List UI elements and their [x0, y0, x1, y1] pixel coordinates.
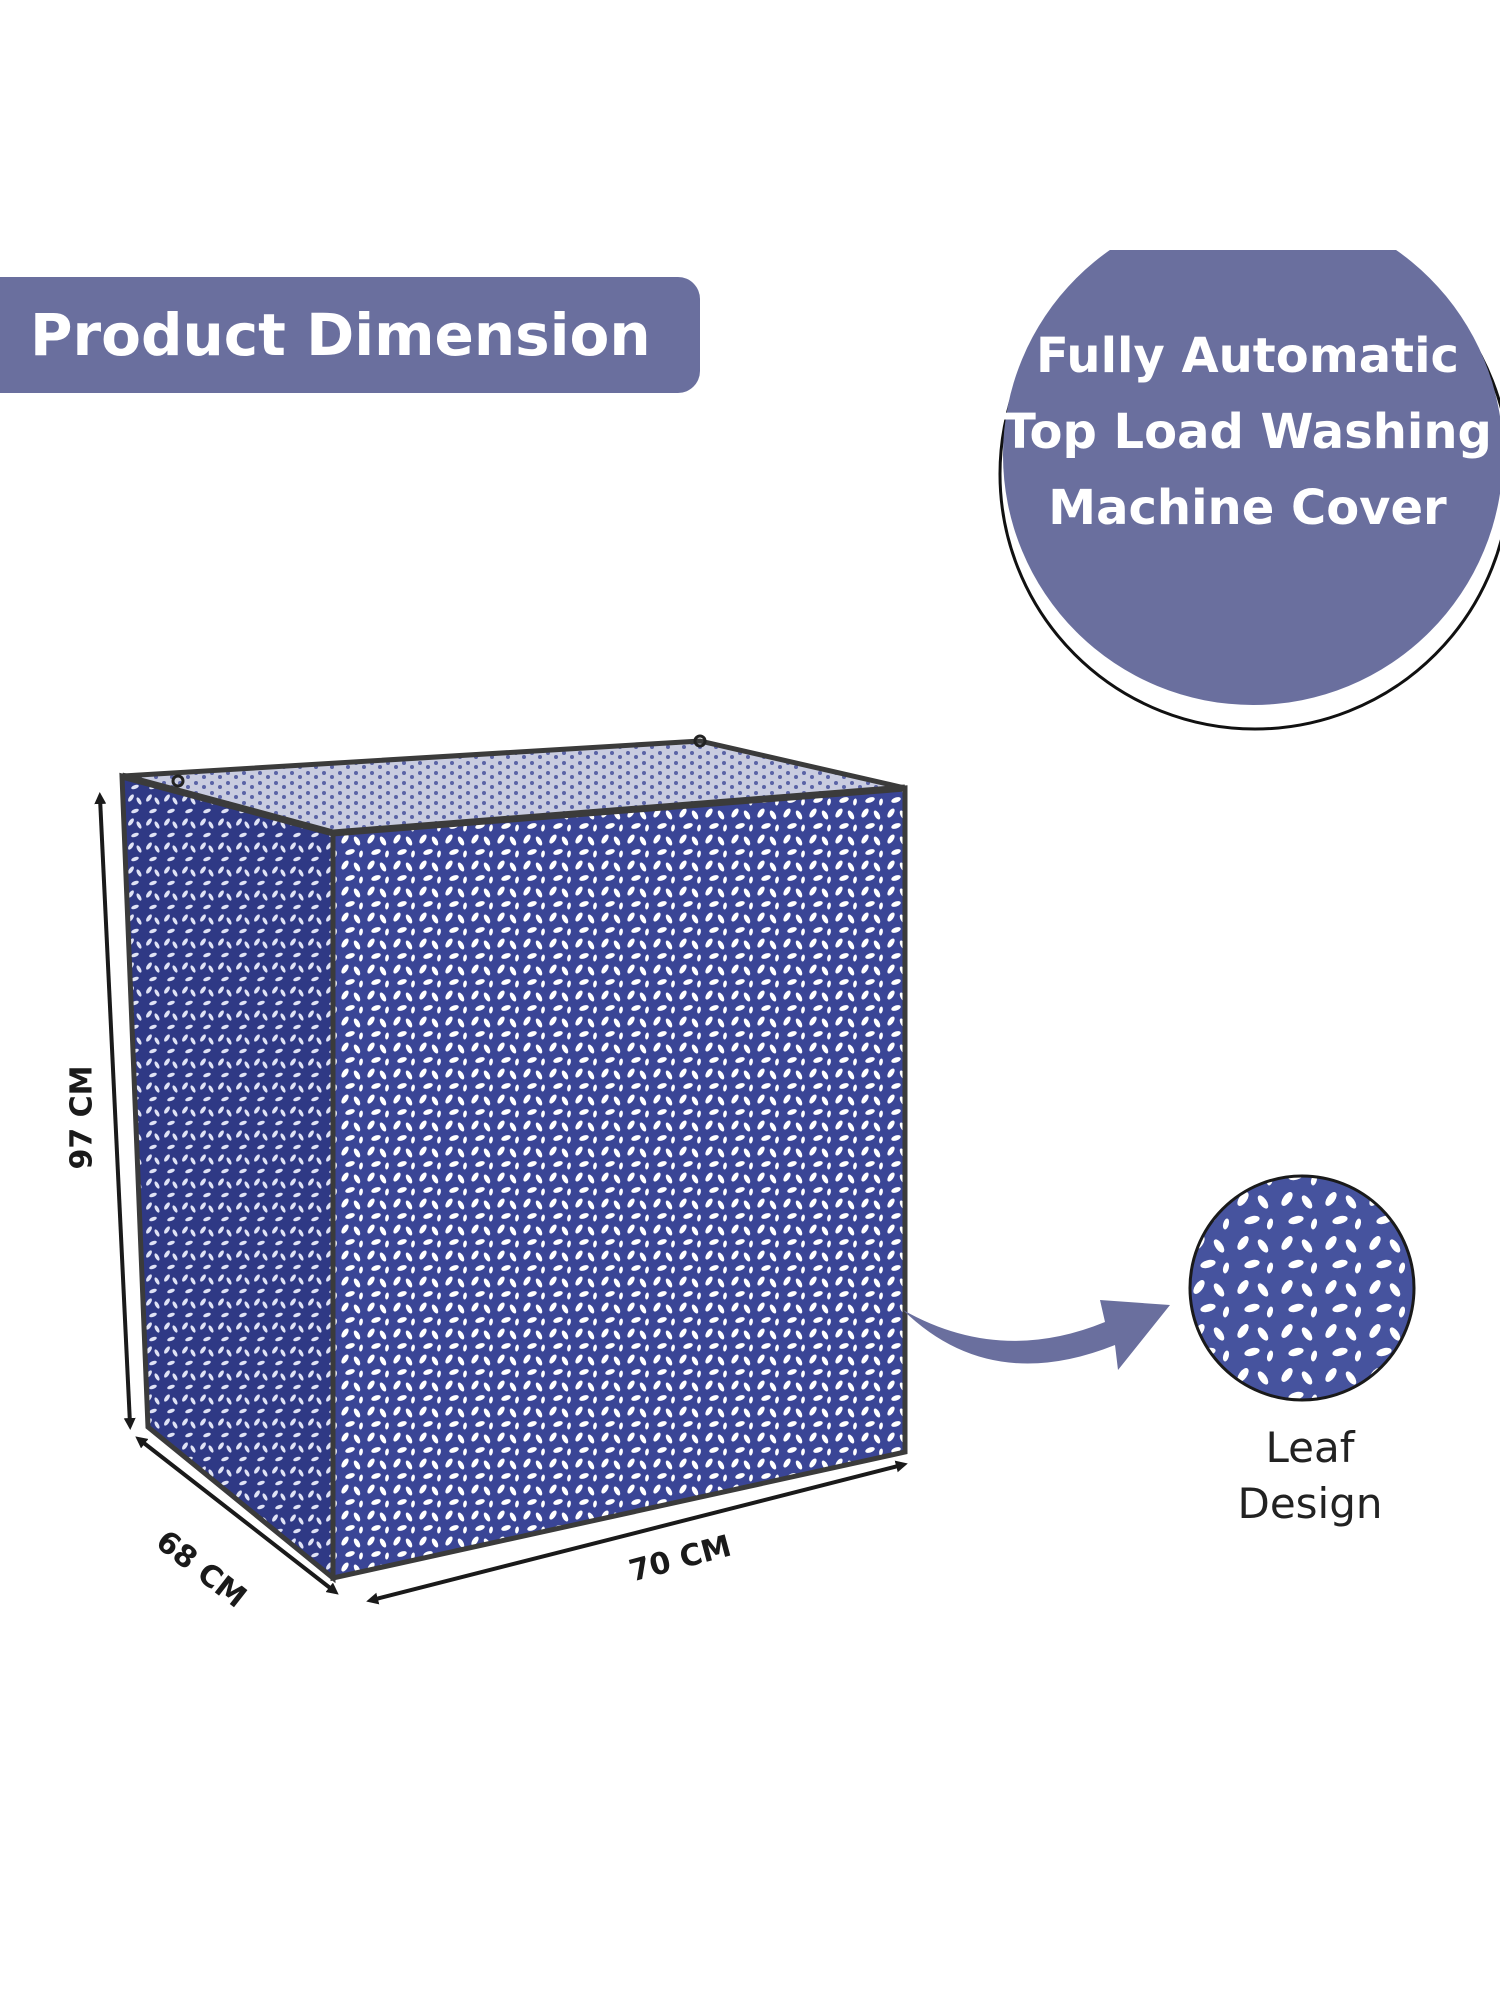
product-dimension-banner: Product Dimension	[0, 277, 700, 393]
badge-line-1: Fully Automatic	[1036, 328, 1459, 384]
badge-text: Fully Automatic Top Load Washing Machine…	[995, 318, 1500, 546]
depth-arrow	[135, 1436, 339, 1595]
badge-line-2: Top Load Washing	[1003, 404, 1492, 460]
height-label: 97 CM	[64, 1065, 100, 1170]
badge-line-3: Machine Cover	[1048, 480, 1447, 536]
badge-circle	[900, 0, 1500, 731]
height-arrow	[94, 792, 136, 1430]
swatch-line-2: Design	[1237, 1479, 1383, 1528]
swatch-label: Leaf Design	[1180, 1420, 1440, 1532]
width-arrow	[366, 1460, 908, 1605]
banner-title: Product Dimension	[30, 301, 651, 369]
curved-arrow-icon	[903, 1300, 1170, 1370]
swatch-line-1: Leaf	[1265, 1423, 1355, 1472]
dimension-arrows	[94, 792, 908, 1605]
product-cover-illustration	[119, 734, 908, 1584]
leaf-swatch	[1188, 1174, 1416, 1402]
